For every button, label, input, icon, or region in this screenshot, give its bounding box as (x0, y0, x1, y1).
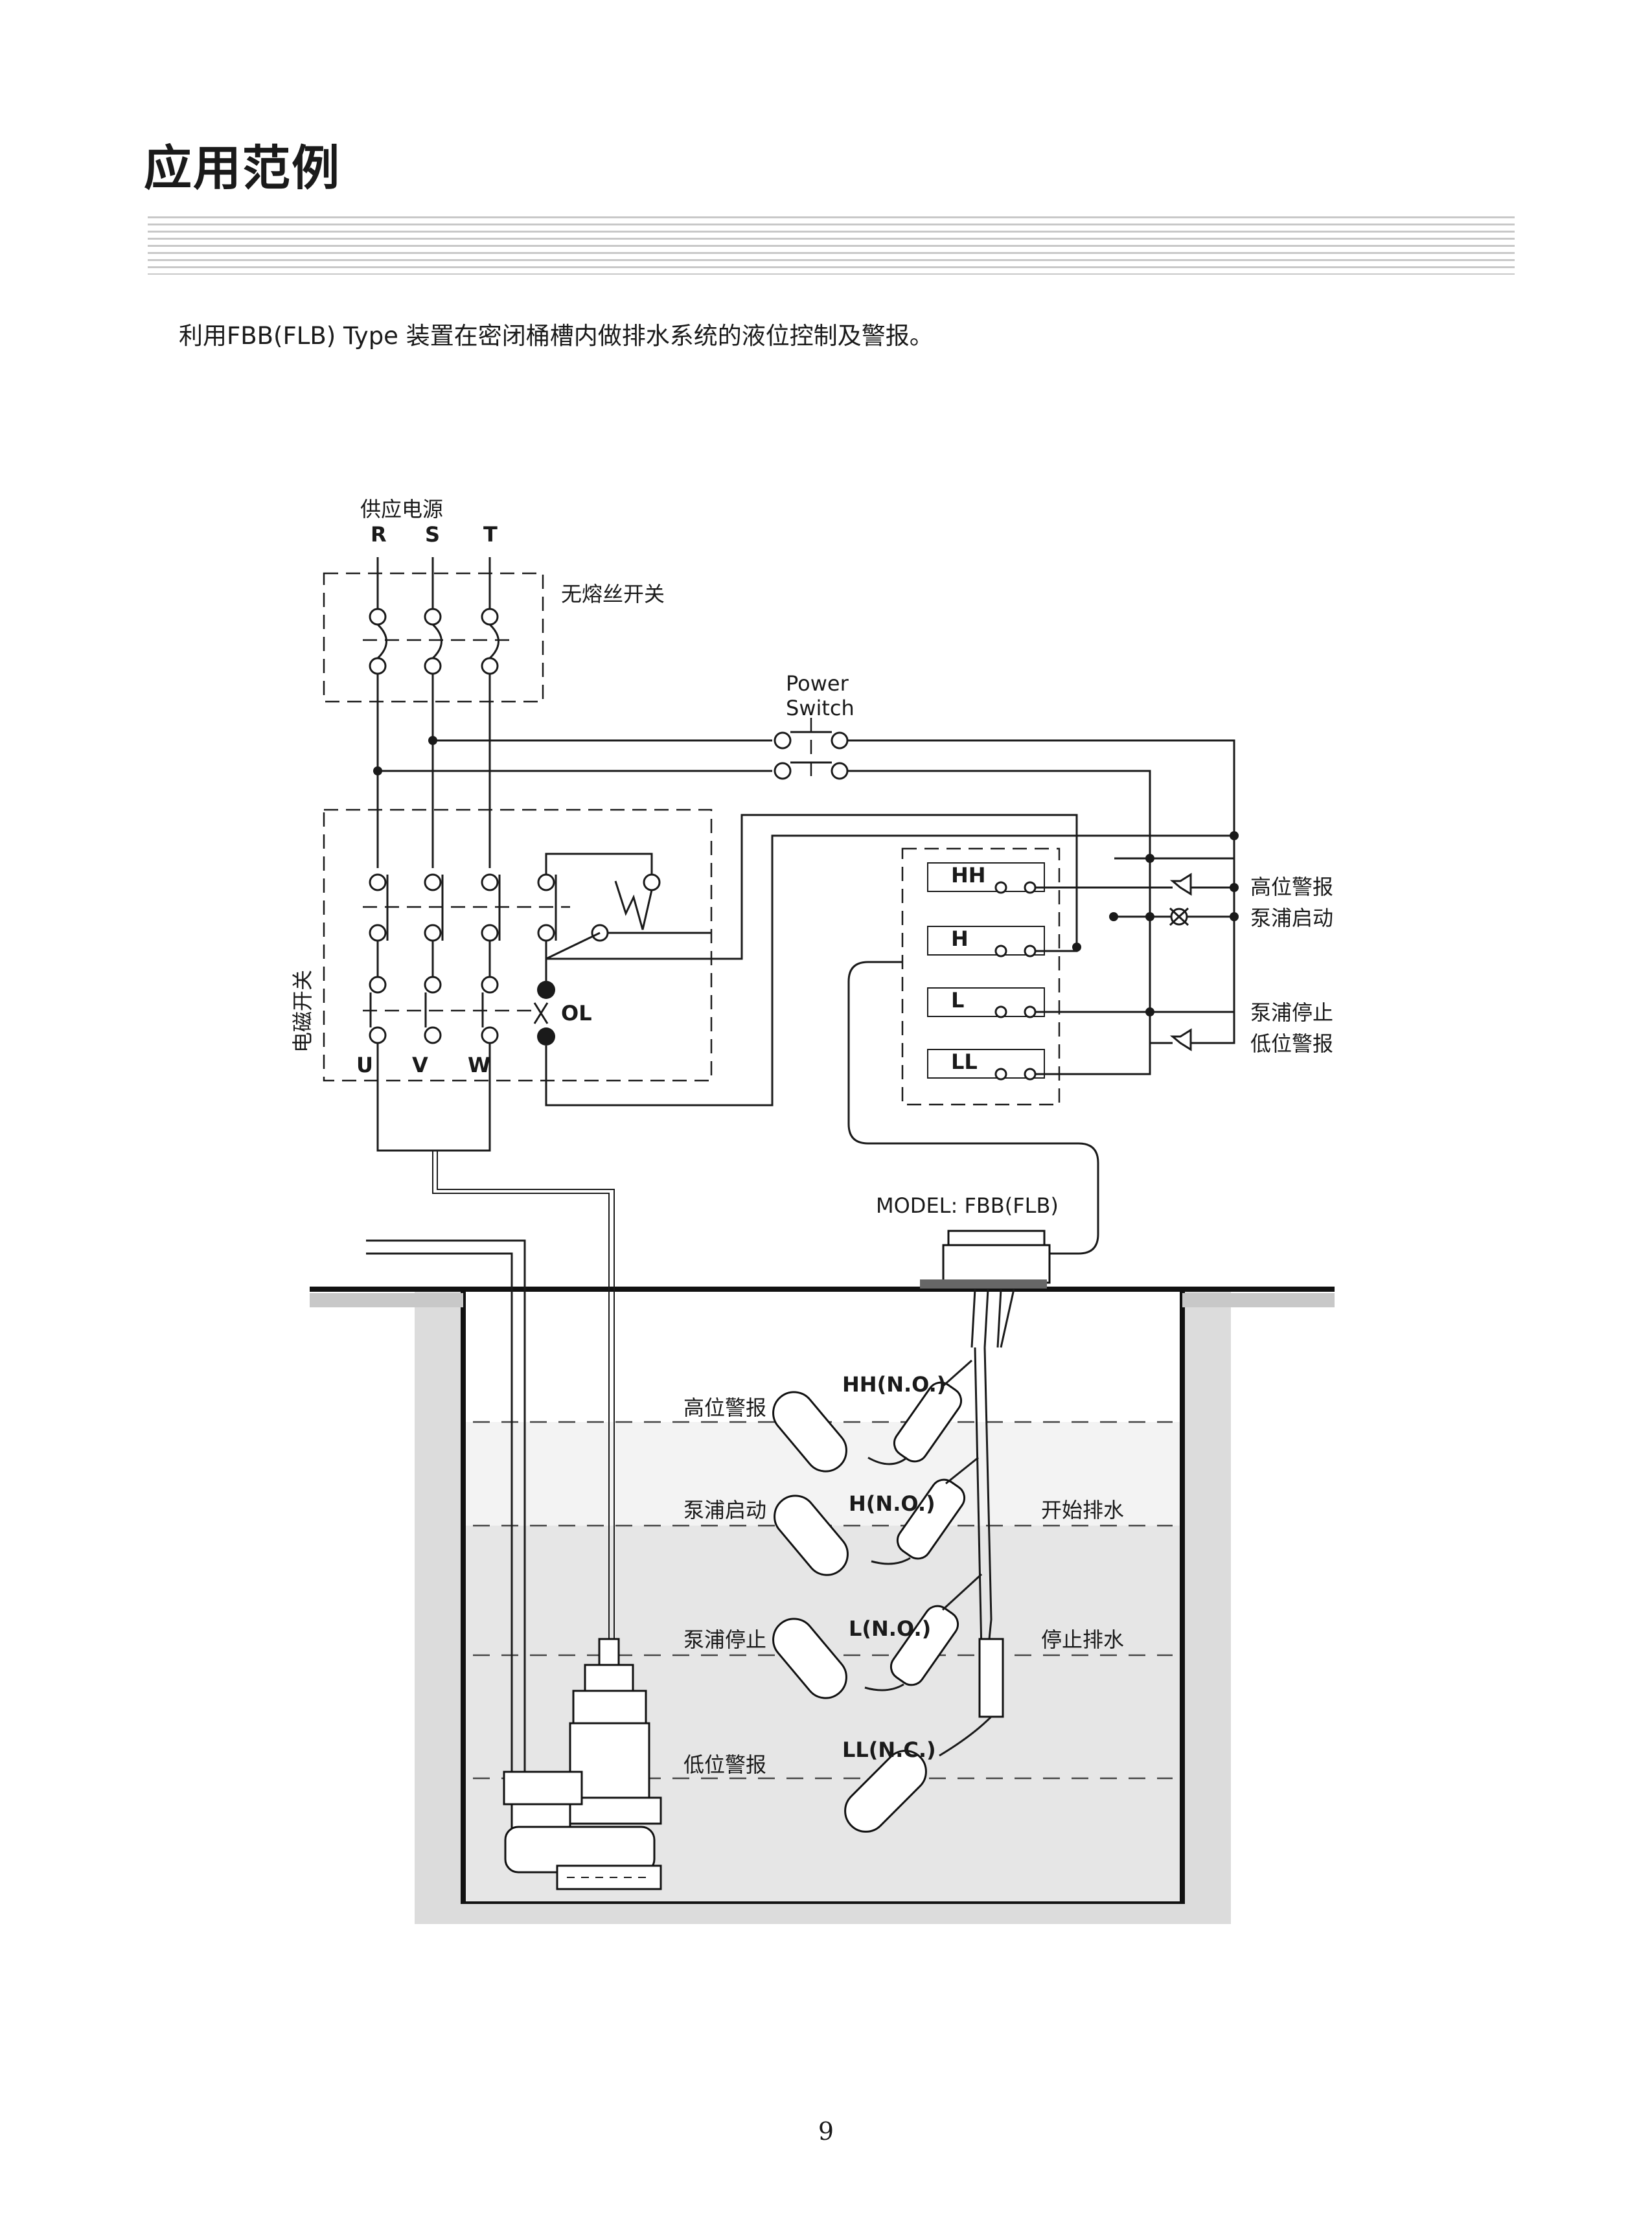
supply-label: 供应电源 (360, 497, 443, 522)
breaker-contacts (363, 557, 512, 675)
contact-ll: LL (951, 1049, 978, 1074)
sensor-cable (847, 961, 1099, 1255)
float-ll (844, 1715, 992, 1833)
contact-hh: HH (951, 863, 986, 888)
phase-t: T (483, 522, 498, 547)
float-stem (974, 1347, 1004, 1718)
contactor-box (323, 808, 713, 1082)
float-label-ll: LL(N.C.) (842, 1737, 936, 1762)
contact-h: H (951, 926, 969, 951)
breaker-box (323, 572, 544, 703)
power-switch (774, 718, 1235, 917)
output-u: U (356, 1053, 373, 1077)
action-stop-drain: 停止排水 (1041, 1627, 1124, 1652)
power-switch-label-1: Power (786, 671, 849, 696)
right-label-pump-stop: 泵浦停止 (1250, 1000, 1333, 1025)
page-title: 应用范例 (144, 141, 341, 196)
action-start-drain: 开始排水 (1041, 1498, 1124, 1522)
fbb-unit (920, 1230, 1051, 1348)
overload-label: OL (561, 1001, 592, 1026)
motor-cable (366, 1043, 615, 1782)
float-label-h: H(N.O.) (849, 1491, 935, 1516)
switch-contacts (927, 831, 1239, 1081)
switch-box (901, 847, 1061, 1106)
output-v: V (412, 1053, 428, 1077)
contactor-contacts (363, 814, 1234, 1106)
intro-text: 利用FBB(FLB) Type 装置在密闭桶槽内做排水系统的液位控制及警报。 (179, 322, 934, 350)
float-label-hh: HH(N.O.) (842, 1372, 946, 1397)
header-rule (148, 216, 1515, 275)
float-hh (772, 1359, 972, 1473)
contact-l: L (951, 988, 964, 1013)
right-label-high-alarm: 高位警报 (1250, 875, 1333, 899)
power-switch-label-2: Switch (786, 696, 855, 720)
right-label-low-alarm: 低位警报 (1250, 1031, 1333, 1056)
pump (503, 1638, 662, 1890)
float-l (772, 1573, 983, 1699)
phase-s: S (425, 522, 440, 547)
level-label-pump-start: 泵浦启动 (683, 1498, 766, 1522)
level-label-high-alarm: 高位警报 (683, 1395, 766, 1420)
level-label-low-alarm: 低位警报 (683, 1752, 766, 1777)
output-w: W (468, 1053, 490, 1077)
pit (310, 1287, 1335, 1924)
contactor-label: 电磁开关 (290, 970, 315, 1053)
float-label-l: L(N.O.) (849, 1616, 931, 1641)
feed-lines (373, 674, 772, 868)
right-label-pump-start: 泵浦启动 (1250, 906, 1333, 930)
page-number: 9 (818, 2117, 834, 2146)
model-label: MODEL: FBB(FLB) (876, 1193, 1059, 1218)
level-label-pump-stop: 泵浦停止 (683, 1627, 766, 1652)
phase-r: R (371, 522, 387, 547)
breaker-label: 无熔丝开关 (561, 582, 665, 606)
float-h (774, 1456, 979, 1576)
